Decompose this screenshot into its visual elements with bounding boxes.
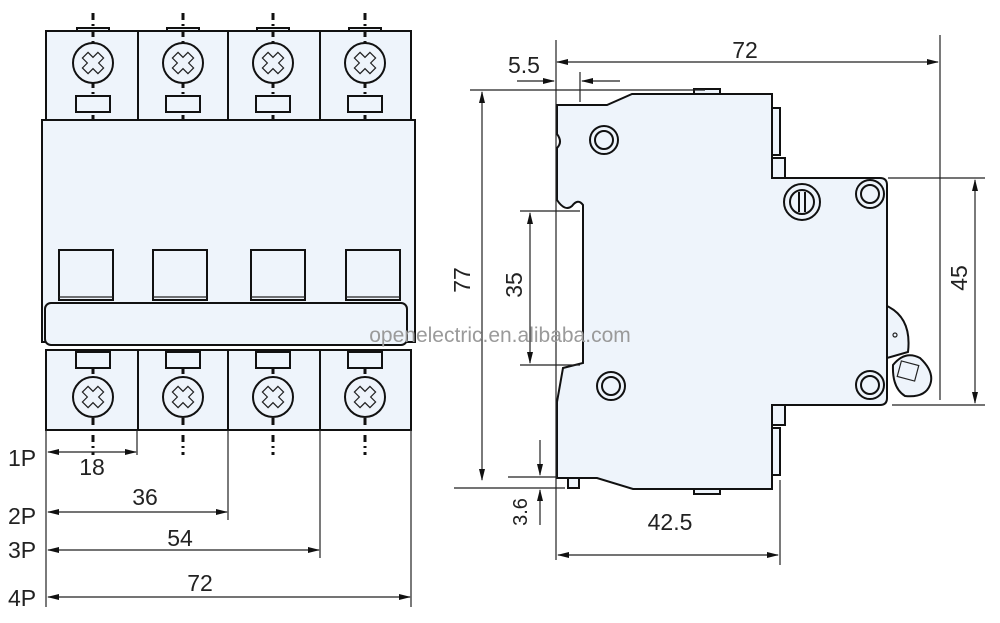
toggle-handle [152, 249, 208, 301]
handle-bar [44, 302, 408, 346]
screw-cross-icon [81, 51, 105, 75]
pole-label: 2P [8, 503, 36, 529]
side-dimensions [454, 35, 985, 565]
terminal-window [165, 95, 201, 113]
terminal-window [75, 351, 111, 369]
toggle-handle [250, 249, 306, 301]
front-view [41, 13, 416, 607]
screw-cross-icon [353, 385, 377, 409]
dim-foot-label: 3.6 [510, 498, 532, 526]
bottom-clip [693, 488, 721, 495]
side-view: 72 5.5 77 35 45 3.6 42.5 [449, 35, 985, 565]
pole-width-label: 54 [167, 525, 193, 551]
screw-cross-icon [81, 385, 105, 409]
screw-icon [344, 376, 386, 418]
bottom-terminal-b [771, 404, 786, 426]
screw-cross-icon [261, 385, 285, 409]
dim-base-label: 42.5 [648, 509, 693, 535]
foot-tab [567, 477, 580, 489]
rivet-holes [589, 125, 885, 401]
screw-cross-icon [353, 51, 377, 75]
dim-depth-label: 72 [732, 37, 758, 63]
screw-cross-icon [261, 51, 285, 75]
screw-icon [252, 42, 294, 84]
screw-cross-icon [171, 51, 195, 75]
pole-width-label: 18 [79, 454, 105, 480]
pole-label: 3P [8, 537, 36, 563]
pole-width-label: 72 [187, 570, 213, 596]
terminal-window [347, 95, 383, 113]
terminal-window [347, 351, 383, 369]
pole-width-label: 36 [132, 484, 158, 510]
screw-icon [162, 376, 204, 418]
screw-icon [162, 42, 204, 84]
pole-label: 1P [8, 445, 36, 471]
dim-offset-label: 5.5 [508, 52, 540, 78]
screw-icon [783, 183, 821, 221]
terminal-window [75, 95, 111, 113]
terminal-window [255, 351, 291, 369]
dim-front-label: 45 [946, 265, 972, 291]
dim-height-label: 77 [449, 267, 475, 293]
toggle-handle [345, 249, 401, 301]
front-dimensions: 1P 18 2P 36 3P 54 4P 72 [8, 445, 213, 611]
terminal-window [255, 95, 291, 113]
screw-icon [344, 42, 386, 84]
bottom-terminal-a [771, 427, 781, 476]
toggle-handle [58, 249, 114, 301]
screw-cross-icon [171, 385, 195, 409]
top-terminal-a [771, 107, 781, 156]
dim-rail-label: 35 [501, 272, 527, 298]
screw-icon [72, 376, 114, 418]
terminal-window [165, 351, 201, 369]
top-clip [693, 88, 721, 95]
top-terminal-b [771, 157, 786, 179]
screw-icon [252, 376, 294, 418]
screw-icon [72, 42, 114, 84]
watermark: openelectric.en.alibaba.com [369, 324, 631, 347]
toggle-lever [886, 304, 933, 398]
pole-label: 4P [8, 585, 36, 611]
